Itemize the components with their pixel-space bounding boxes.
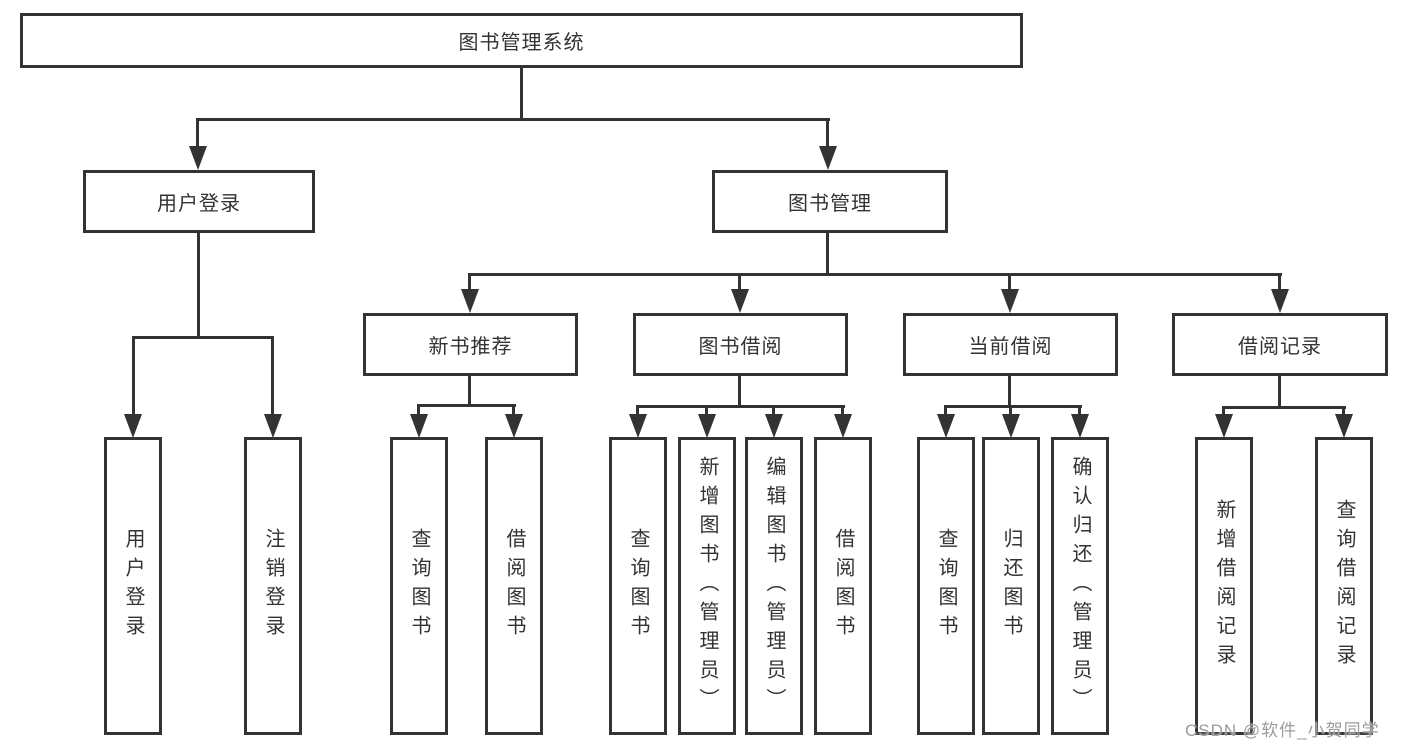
node-borrow-records-label: 借阅记录 (1238, 336, 1322, 358)
node-bb-add-book-label: 新增图书（管理员） (696, 455, 718, 717)
arrowhead-to-rec-query (410, 414, 428, 438)
edge-to-br-add (1222, 406, 1225, 416)
node-rec-borrow-book-label: 借阅图书 (503, 528, 525, 644)
node-user-login-leaf: 用户登录 (104, 437, 162, 735)
node-br-query-record-label: 查询借阅记录 (1333, 499, 1355, 673)
edge-to-br-query (1342, 406, 1345, 416)
edge-to-book-mgmt (826, 118, 829, 148)
arrowhead-to-cb-confirm (1071, 414, 1089, 438)
edge-to-logout-leaf (271, 336, 274, 416)
edge-current-borrow-bus (945, 405, 1082, 408)
node-bb-edit-book: 编辑图书（管理员） (745, 437, 803, 735)
arrowhead-to-borrow-records (1271, 289, 1289, 313)
edge-to-bb-add (705, 405, 708, 416)
node-borrow-records: 借阅记录 (1172, 313, 1388, 376)
node-root-label: 图书管理系统 (458, 32, 585, 54)
node-current-borrow: 当前借阅 (903, 313, 1118, 376)
edge-to-cb-confirm (1078, 405, 1081, 416)
arrowhead-to-user-login-leaf (124, 414, 142, 438)
node-cb-confirm-return-label: 确认归还（管理员） (1069, 455, 1091, 717)
edge-book-borrow-bus (637, 405, 845, 408)
edge-new-book-rec-stem (468, 376, 471, 404)
edge-to-bb-edit (772, 405, 775, 416)
edge-to-new-book-rec (468, 273, 471, 291)
node-new-book-rec-label: 新书推荐 (428, 336, 513, 358)
node-bb-query-book: 查询图书 (609, 437, 667, 735)
node-user-login-label: 用户登录 (157, 193, 241, 215)
node-book-borrow: 图书借阅 (633, 313, 848, 376)
node-book-mgmt: 图书管理 (712, 170, 948, 233)
edge-borrow-records-stem (1278, 376, 1281, 406)
node-bb-borrow-book: 借阅图书 (814, 437, 872, 735)
edge-user-login-bus (132, 336, 273, 339)
arrowhead-to-cb-return (1002, 414, 1020, 438)
arrowhead-to-br-add (1215, 414, 1233, 438)
arrowhead-to-bb-edit (765, 414, 783, 438)
node-root: 图书管理系统 (20, 13, 1023, 68)
node-user-login: 用户登录 (83, 170, 315, 233)
edge-book-mgmt-stem (826, 233, 829, 273)
arrowhead-to-br-query (1335, 414, 1353, 438)
node-cb-confirm-return: 确认归还（管理员） (1051, 437, 1109, 735)
edge-to-rec-query (417, 404, 420, 416)
edge-to-cb-query (944, 405, 947, 416)
node-logout-leaf: 注销登录 (244, 437, 302, 735)
node-user-login-leaf-label: 用户登录 (122, 528, 144, 644)
node-cb-query-book: 查询图书 (917, 437, 975, 735)
arrowhead-to-cb-query (937, 414, 955, 438)
arrowhead-to-book-borrow (731, 289, 749, 313)
node-cb-return-book-label: 归还图书 (1000, 528, 1022, 644)
node-logout-leaf-label: 注销登录 (262, 528, 284, 644)
edge-book-borrow-stem (738, 376, 741, 405)
arrowhead-to-current-borrow (1001, 289, 1019, 313)
arrowhead-to-rec-borrow (505, 414, 523, 438)
node-bb-edit-book-label: 编辑图书（管理员） (763, 455, 785, 717)
node-new-book-rec: 新书推荐 (363, 313, 578, 376)
arrowhead-to-bb-borrow (834, 414, 852, 438)
edge-level2-bus (197, 118, 830, 121)
edge-user-login-stem (197, 233, 200, 336)
node-book-borrow-label: 图书借阅 (698, 336, 783, 358)
arrowhead-to-bb-add (698, 414, 716, 438)
csdn-watermark: CSDN @软件_小贺同学 (1185, 721, 1380, 740)
edge-to-current-borrow (1008, 273, 1011, 291)
node-bb-borrow-book-label: 借阅图书 (832, 528, 854, 644)
node-current-borrow-label: 当前借阅 (968, 336, 1053, 358)
arrowhead-to-user-login (189, 146, 207, 170)
edge-to-rec-borrow (512, 404, 515, 416)
edge-new-book-rec-bus (418, 404, 516, 407)
arrowhead-to-book-mgmt (819, 146, 837, 170)
edge-level3-bus (468, 273, 1282, 276)
node-cb-return-book: 归还图书 (982, 437, 1040, 735)
node-bb-query-book-label: 查询图书 (627, 528, 649, 644)
node-rec-borrow-book: 借阅图书 (485, 437, 543, 735)
edge-current-borrow-stem (1008, 376, 1011, 405)
node-rec-query-book: 查询图书 (390, 437, 448, 735)
arrowhead-to-logout-leaf (264, 414, 282, 438)
edge-to-book-borrow (738, 273, 741, 291)
node-rec-query-book-label: 查询图书 (408, 528, 430, 644)
edge-to-borrow-records (1278, 273, 1281, 291)
node-cb-query-book-label: 查询图书 (935, 528, 957, 644)
edge-to-bb-borrow (841, 405, 844, 416)
node-br-add-record-label: 新增借阅记录 (1213, 499, 1235, 673)
edge-borrow-records-bus (1222, 406, 1346, 409)
node-bb-add-book: 新增图书（管理员） (678, 437, 736, 735)
arrowhead-to-new-book-rec (461, 289, 479, 313)
edge-to-cb-return (1009, 405, 1012, 416)
node-book-mgmt-label: 图书管理 (788, 193, 872, 215)
edge-to-user-login-leaf (132, 336, 135, 416)
node-br-add-record: 新增借阅记录 (1195, 437, 1253, 735)
edge-to-user-login (196, 118, 199, 148)
edge-to-bb-query (636, 405, 639, 416)
node-br-query-record: 查询借阅记录 (1315, 437, 1373, 735)
arrowhead-to-bb-query (629, 414, 647, 438)
edge-root-stem (520, 68, 523, 118)
